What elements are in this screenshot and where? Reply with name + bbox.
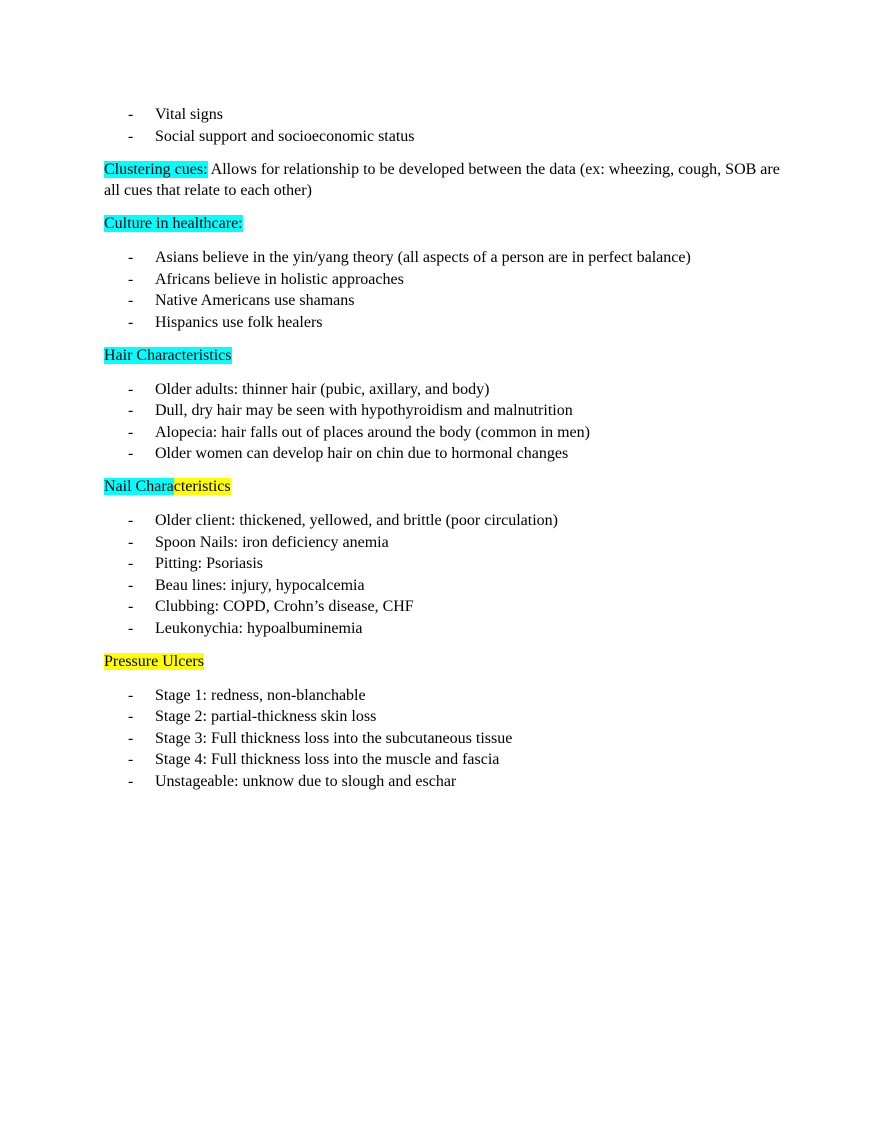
intro-list: - Vital signs - Social support and socioeco… [104, 104, 784, 147]
culture-heading: Culture in healthcare: [104, 213, 784, 235]
list-item: - Africans believe in holistic approaches [104, 269, 784, 291]
nail-heading: Nail Characteristics [104, 476, 784, 498]
list-item-text: Spoon Nails: iron deficiency anemia [155, 533, 389, 551]
bullet-dash: - [128, 555, 134, 572]
clustering-label: Clustering cues: [104, 160, 208, 178]
list-item-text: Dull, dry hair may be seen with hypothyr… [155, 402, 573, 419]
bullet-dash: - [128, 445, 134, 462]
list-item: - Alopecia: hair falls out of places arou… [104, 422, 784, 444]
bullet-dash: - [128, 576, 134, 594]
list-item: - Native Americans use shamans [104, 290, 784, 312]
list-item: - Dull, dry hair may be seen with hypothy… [104, 400, 784, 422]
bullet-dash: - [128, 423, 134, 441]
clustering-paragraph: Clustering cues: Allows for relationship… [104, 159, 784, 202]
list-item: - Spoon Nails: iron deficiency anemia [104, 532, 784, 554]
list-item-text: Stage 3: Full thickness loss into the su… [155, 729, 513, 747]
list-item-text: Hispanics use folk healers [155, 313, 323, 331]
list-item-text: Stage 1: redness, non-blanchable [155, 686, 366, 704]
bullet-dash: - [128, 533, 134, 551]
list-item-text: Native Americans use shamans [155, 292, 355, 309]
list-item: - Clubbing: COPD, Crohn’s disease, CHF [104, 596, 784, 618]
bullet-dash: - [128, 402, 134, 419]
list-item-text: Stage 2: partial-thickness skin loss [155, 708, 377, 725]
bullet-dash: - [128, 270, 134, 288]
culture-heading-text: Culture in healthcare: [104, 215, 243, 232]
bullet-dash: - [128, 127, 134, 145]
bullet-dash: - [128, 313, 134, 331]
list-item-text: Unstageable: unknow due to slough and es… [155, 772, 457, 790]
list-item-text: Vital signs [155, 106, 223, 123]
bullet-dash: - [128, 729, 134, 747]
list-item-text: Asians believe in the yin/yang theory (a… [155, 249, 691, 266]
list-item: - Stage 1: redness, non-blanchable [104, 685, 784, 707]
list-item-text: Older adults: thinner hair (pubic, axill… [155, 380, 490, 398]
bullet-dash: - [128, 380, 134, 398]
bullet-dash: - [128, 751, 134, 768]
bullet-dash: - [128, 708, 134, 725]
list-item: - Older client: thickened, yellowed, and … [104, 510, 784, 532]
bullet-dash: - [128, 106, 134, 123]
list-item: - Hispanics use folk healers [104, 312, 784, 334]
list-item: - Stage 4: Full thickness loss into the m… [104, 749, 784, 771]
list-item-text: Older client: thickened, yellowed, and b… [155, 512, 558, 529]
list-item: - Vital signs [104, 104, 784, 126]
list-item-text: Beau lines: injury, hypocalcemia [155, 576, 365, 594]
list-item: - Unstageable: unknow due to slough and e… [104, 771, 784, 793]
bullet-dash: - [128, 512, 134, 529]
list-item-text: Social support and socioeconomic status [155, 127, 415, 145]
bullet-dash: - [128, 292, 134, 309]
list-item: - Pitting: Psoriasis [104, 553, 784, 575]
list-item: - Leukonychia: hypoalbuminemia [104, 618, 784, 640]
list-item: - Asians believe in the yin/yang theory (… [104, 247, 784, 269]
bullet-dash: - [128, 249, 134, 266]
pressure-heading: Pressure Ulcers [104, 651, 784, 673]
nail-list: - Older client: thickened, yellowed, and … [104, 510, 784, 639]
hair-list: - Older adults: thinner hair (pubic, axil… [104, 379, 784, 465]
list-item: - Older adults: thinner hair (pubic, axil… [104, 379, 784, 401]
list-item-text: Pitting: Psoriasis [155, 555, 264, 572]
pressure-heading-text: Pressure Ulcers [104, 652, 204, 670]
bullet-dash: - [128, 598, 134, 615]
list-item-text: Alopecia: hair falls out of places aroun… [155, 423, 590, 441]
list-item-text: Clubbing: COPD, Crohn’s disease, CHF [155, 598, 414, 615]
list-item-text: Older women can develop hair on chin due… [155, 445, 569, 462]
bullet-dash: - [128, 772, 134, 790]
bullet-dash: - [128, 619, 134, 637]
list-item: - Beau lines: injury, hypocalcemia [104, 575, 784, 597]
culture-list: - Asians believe in the yin/yang theory (… [104, 247, 784, 333]
list-item: - Social support and socioeconomic status [104, 126, 784, 148]
clustering-text: Allows for relationship to be developed … [104, 160, 780, 200]
list-item-text: Africans believe in holistic approaches [155, 270, 404, 288]
list-item-text: Stage 4: Full thickness loss into the mu… [155, 751, 500, 768]
list-item: - Stage 3: Full thickness loss into the s… [104, 728, 784, 750]
document-page: - Vital signs - Social support and socioeco… [104, 104, 784, 792]
pressure-list: - Stage 1: redness, non-blanchable - Stage … [104, 685, 784, 793]
list-item: - Older women can develop hair on chin du… [104, 443, 784, 465]
nail-heading-part2: cteristics [173, 478, 231, 495]
hair-heading-text: Hair Characteristics [104, 346, 232, 364]
list-item-text: Leukonychia: hypoalbuminemia [155, 619, 363, 637]
nail-heading-part1: Nail Chara [104, 478, 174, 495]
list-item: - Stage 2: partial-thickness skin loss [104, 706, 784, 728]
bullet-dash: - [128, 686, 134, 704]
hair-heading: Hair Characteristics [104, 345, 784, 367]
